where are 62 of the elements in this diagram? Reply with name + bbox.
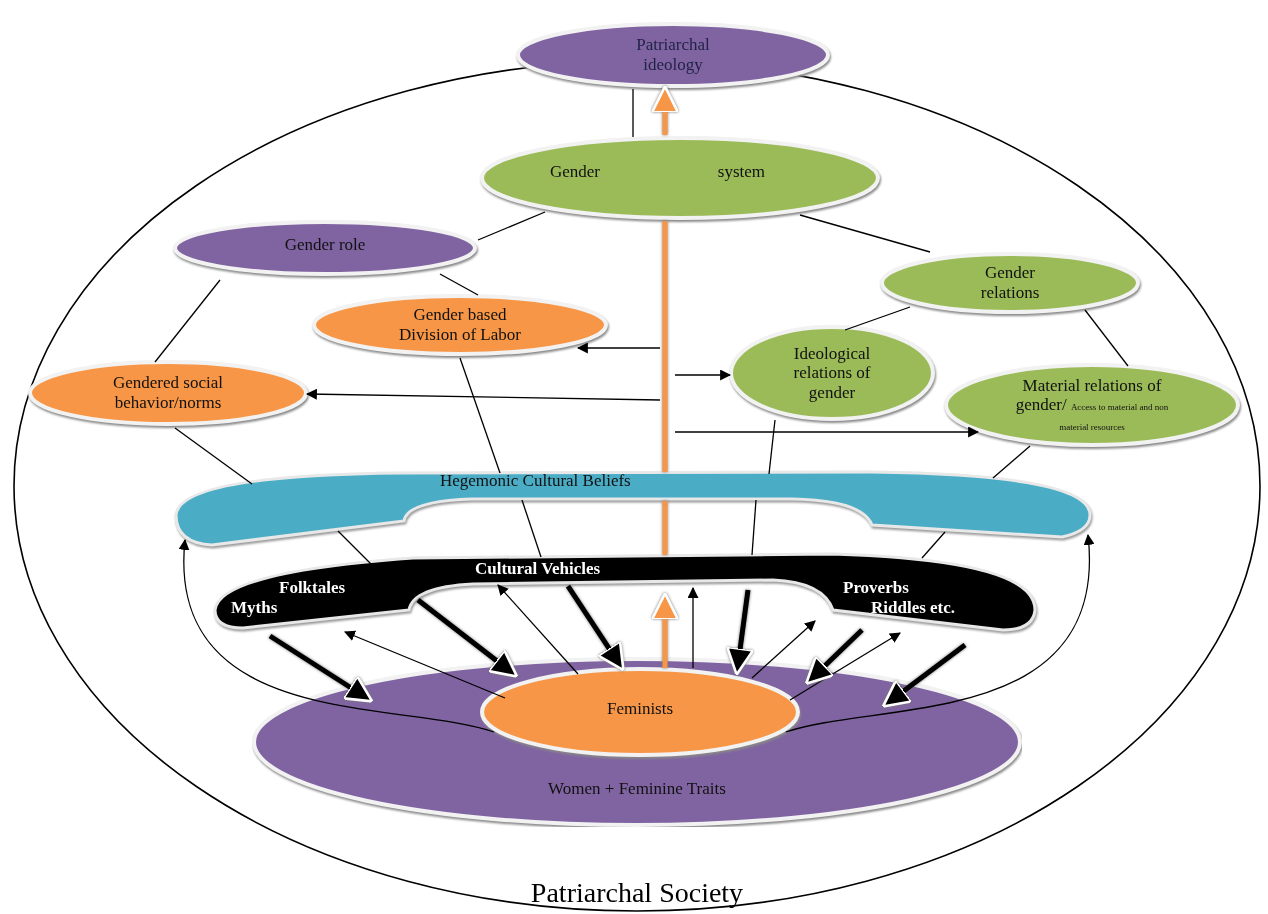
node-label: Ideological relations of gender	[792, 343, 872, 403]
arrow	[344, 630, 506, 699]
arrow	[179, 538, 495, 733]
connector-line	[921, 531, 946, 559]
arrow	[268, 633, 374, 703]
arrow	[804, 628, 864, 686]
band-label: Riddles etc.	[871, 598, 956, 618]
connector-line	[992, 445, 1031, 479]
vehicles-band	[213, 550, 1038, 634]
band-label: Folktales	[279, 578, 346, 598]
node-label: Patriarchal ideology	[635, 35, 711, 75]
connector-line	[632, 88, 634, 138]
node-label: Gender relations	[979, 263, 1041, 303]
connector-line	[751, 499, 757, 556]
connector-line	[337, 530, 373, 566]
node-label: Gender role	[284, 235, 366, 255]
node-label: Feminists	[606, 699, 674, 719]
node-label: system	[717, 162, 765, 182]
connector-line	[1084, 309, 1129, 367]
connector-line	[799, 214, 931, 253]
arrow	[674, 426, 980, 438]
arrow	[881, 643, 967, 708]
relations-ellipse	[880, 252, 1140, 314]
ideology-ellipse	[516, 22, 830, 88]
connector-line	[844, 306, 911, 331]
arrow	[497, 584, 579, 675]
material-ellipse	[944, 363, 1240, 447]
role-ellipse	[173, 220, 477, 276]
node-label: Material relations of gender/ Access to material and non material resources	[1014, 375, 1170, 434]
system-ellipse	[480, 136, 880, 220]
connector-line	[174, 427, 253, 485]
connector-line	[477, 211, 546, 241]
arrow	[674, 369, 732, 381]
node-label: Gender	[550, 162, 601, 182]
arrow	[751, 620, 816, 679]
arrow	[576, 342, 661, 354]
arrow	[565, 584, 625, 672]
feminists-ellipse	[480, 667, 800, 757]
connector-line	[439, 273, 479, 296]
band-label: Hegemonic Cultural Beliefs	[440, 471, 631, 491]
arrow	[785, 533, 1094, 733]
arrow	[687, 586, 699, 669]
node-label: Gendered social behavior/norms	[112, 373, 224, 413]
connector-line	[154, 279, 221, 363]
connector-line	[662, 501, 668, 555]
division-ellipse	[312, 294, 608, 356]
node-label: Patriarchal Society	[530, 876, 744, 909]
ideological-ellipse	[729, 325, 935, 421]
connector-line	[662, 221, 668, 472]
arrow	[789, 632, 901, 701]
band-label: Myths	[231, 598, 278, 618]
arrow	[305, 388, 661, 401]
band-label: Proverbs	[843, 578, 909, 598]
behavior-ellipse	[28, 360, 308, 426]
women-ellipse	[252, 657, 1022, 827]
node-label: Gender based Division of Labor	[398, 305, 522, 345]
connector-line	[768, 419, 776, 475]
band-label: Cultural Vehicles	[475, 559, 601, 579]
node-label: Women + Feminine Traits	[548, 779, 726, 799]
arrow	[416, 598, 519, 678]
connector-line	[459, 357, 501, 474]
connector-line	[521, 499, 542, 558]
